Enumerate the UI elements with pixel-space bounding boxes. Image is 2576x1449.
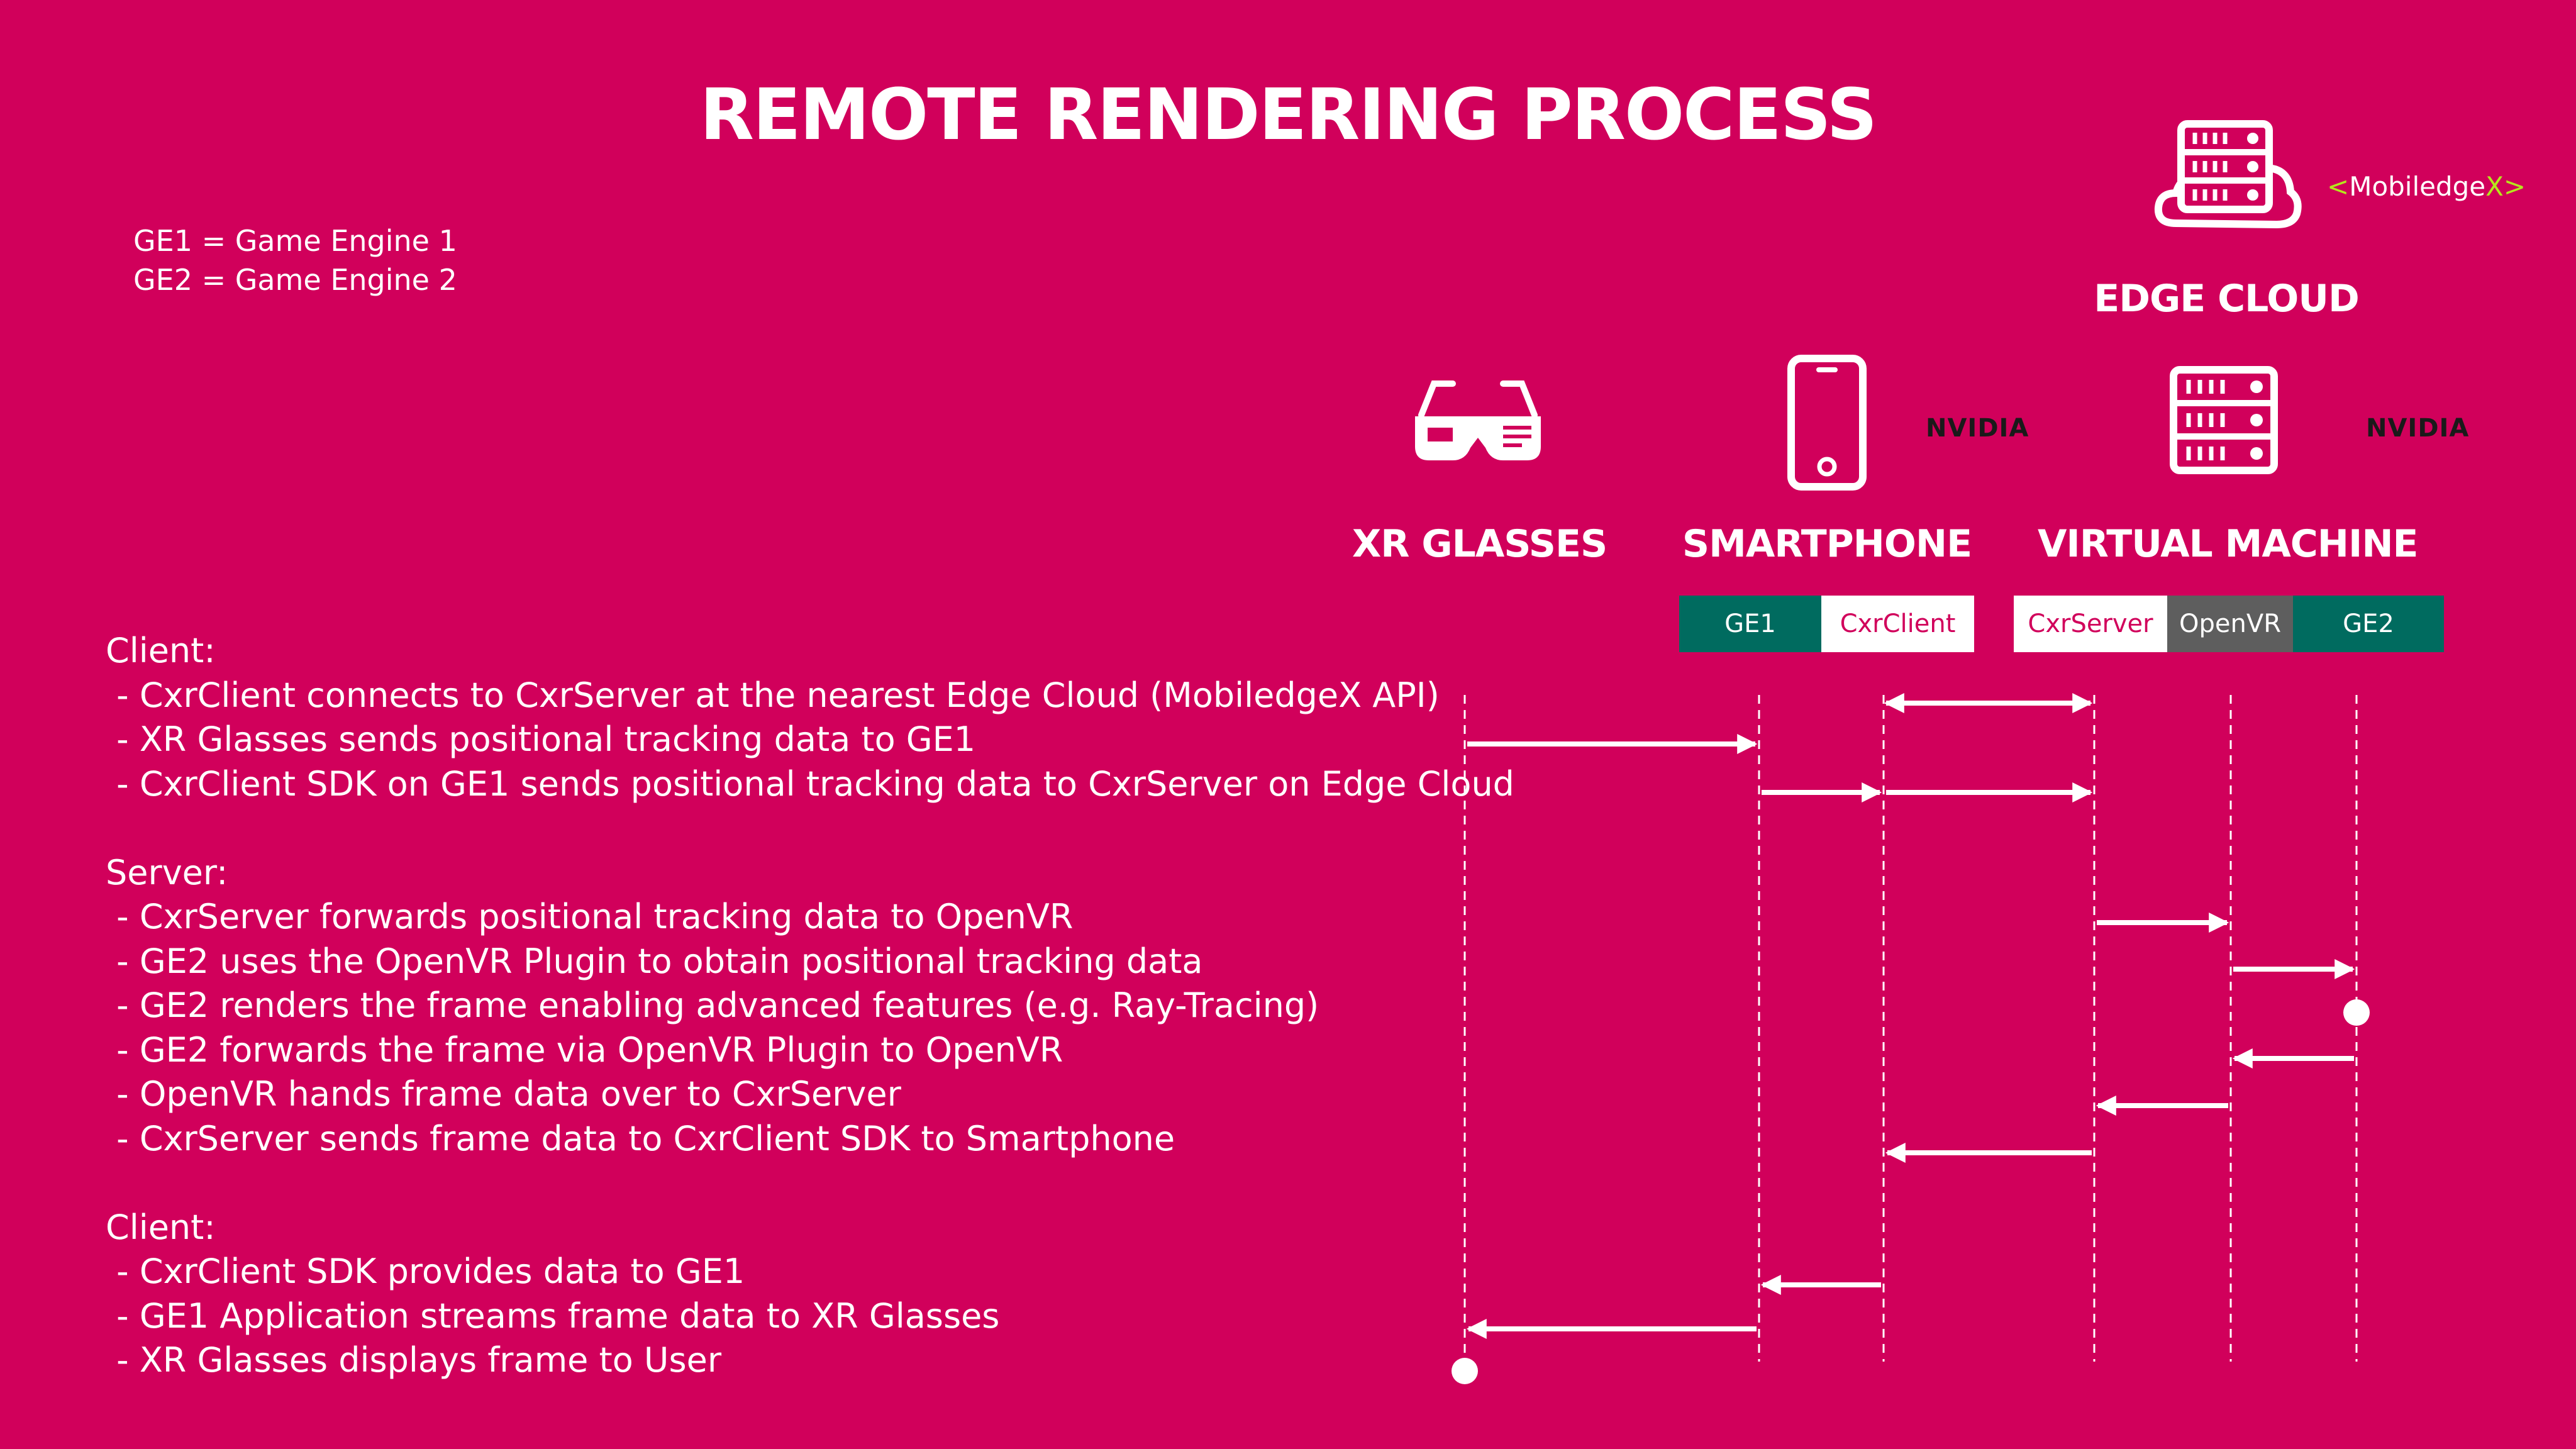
page-title: REMOTE RENDERING PROCESS xyxy=(699,74,1877,156)
virtual-machine-server-icon xyxy=(2170,366,2278,474)
xr-glasses-icon xyxy=(1415,380,1541,460)
step-item: - CxrClient connects to CxrServer at the… xyxy=(106,675,1440,715)
step-item: - XR Glasses displays frame to User xyxy=(106,1340,722,1380)
step-section-heading: Client: xyxy=(106,1207,216,1247)
step-item: - CxrServer forwards positional tracking… xyxy=(106,897,1074,936)
legend-item-ge2: GE2 = Game Engine 2 xyxy=(133,263,457,297)
component-ge1: GE1 xyxy=(1679,596,1821,652)
component-cxrserver: CxrServer xyxy=(2014,596,2167,652)
step-item: - GE2 uses the OpenVR Plugin to obtain p… xyxy=(106,941,1203,981)
abbreviation-legend: GE1 = Game Engine 1 GE2 = Game Engine 2 xyxy=(133,221,457,299)
process-steps: Client: - CxrClient connects to CxrServe… xyxy=(106,629,1514,1383)
mobiledgex-logo: <MobiledgeX> xyxy=(2327,171,2526,202)
component-openvr: OpenVR xyxy=(2167,596,2293,652)
virtual-machine-label: VIRTUAL MACHINE xyxy=(2038,522,2419,566)
edge-cloud-server-icon xyxy=(2154,120,2302,229)
component-cxrclient: CxrClient xyxy=(1821,596,1974,652)
step-item: - CxrClient SDK on GE1 sends positional … xyxy=(106,763,1514,804)
step-section-heading: Server: xyxy=(106,852,228,892)
smartphone-label: SMARTPHONE xyxy=(1682,522,1972,566)
nvidia-logo-smartphone: NVIDIA xyxy=(1926,414,2029,443)
step-item: - CxrServer sends frame data to CxrClien… xyxy=(106,1118,1175,1158)
event-dot-ge2 xyxy=(2343,999,2370,1026)
legend-item-ge1: GE1 = Game Engine 1 xyxy=(133,224,457,258)
step-item: - XR Glasses sends positional tracking d… xyxy=(106,719,976,759)
step-item: - CxrClient SDK provides data to GE1 xyxy=(106,1252,745,1291)
component-ge2: GE2 xyxy=(2293,596,2444,652)
event-dot-xr-glasses xyxy=(1452,1358,1478,1384)
step-item: - GE1 Application streams frame data to … xyxy=(106,1296,1000,1336)
step-item: - GE2 renders the frame enabling advance… xyxy=(106,985,1319,1025)
nvidia-logo-virtual-machine: NVIDIA xyxy=(2366,414,2470,443)
step-section-heading: Client: xyxy=(106,631,216,670)
smartphone-icon xyxy=(1787,355,1867,491)
edge-cloud-label: EDGE CLOUD xyxy=(2094,277,2360,321)
step-item: - OpenVR hands frame data over to CxrSer… xyxy=(106,1074,901,1114)
xr-glasses-label: XR GLASSES xyxy=(1352,522,1607,566)
step-item: - GE2 forwards the frame via OpenVR Plug… xyxy=(106,1030,1063,1070)
